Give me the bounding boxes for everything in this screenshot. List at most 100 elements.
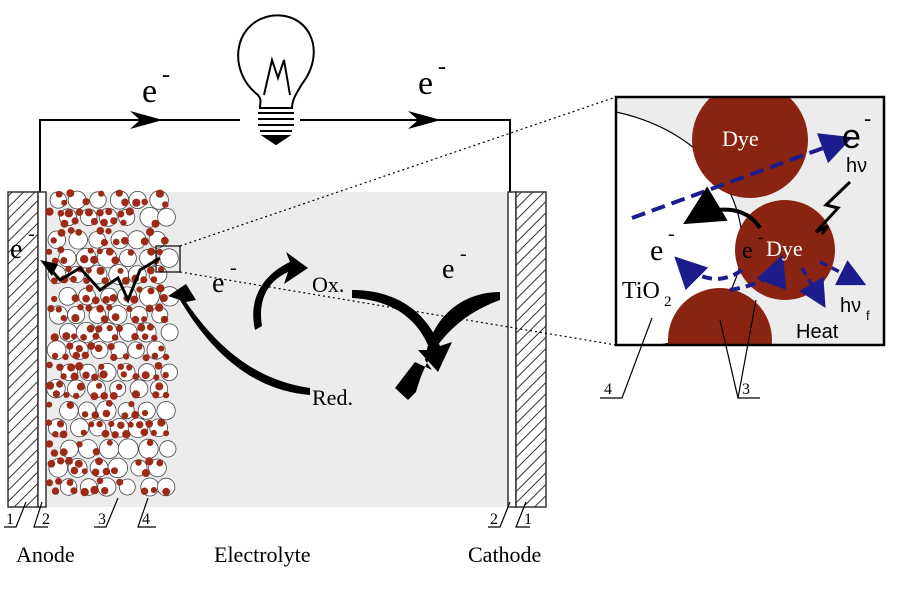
external-circuit-wire — [39, 119, 511, 192]
current-arrow-right — [408, 111, 441, 129]
anode-electron-label: e — [10, 234, 22, 265]
dye-particle — [91, 411, 100, 419]
dye-particle — [62, 332, 71, 341]
dye-particle — [82, 371, 90, 379]
tio2-particle — [157, 208, 176, 227]
dye-particle — [121, 412, 129, 419]
dye-particle — [101, 487, 109, 495]
zoom-inset — [600, 95, 886, 399]
dye-particle — [74, 459, 83, 468]
dye-particle — [158, 266, 165, 273]
dye-particle — [71, 314, 80, 323]
dye-particle — [95, 382, 103, 389]
dye-particle — [136, 286, 143, 293]
dye-particle — [100, 392, 108, 400]
dye-particle — [146, 227, 155, 237]
dye-particle — [141, 371, 150, 380]
dye-particle — [100, 315, 109, 324]
dye-particle — [45, 440, 54, 448]
dye-particle — [55, 477, 62, 485]
dye-particle — [140, 428, 149, 437]
dye-particle — [57, 229, 66, 237]
tio2-particle — [118, 478, 136, 496]
tio2-particle — [107, 457, 129, 479]
dye-particle — [75, 345, 83, 353]
dye-particle — [155, 303, 164, 312]
dye-particle — [94, 344, 103, 353]
dye-particle — [162, 487, 171, 496]
dye-particle — [110, 353, 118, 361]
anode-layer-number-1: 1 — [6, 511, 14, 528]
dye-particle — [57, 210, 65, 217]
tio2-particle — [127, 341, 145, 359]
dye-particle — [51, 277, 58, 285]
dye-particle — [100, 238, 108, 247]
dye-particle — [57, 457, 65, 465]
cathode-label: Cathode — [468, 542, 541, 567]
dye-particle — [96, 248, 103, 255]
dye-particle — [115, 324, 123, 333]
anode-layer-number-2: 2 — [42, 511, 50, 528]
anode-glass — [7, 191, 39, 508]
dye-particle — [152, 391, 160, 399]
dye-particle — [50, 237, 57, 244]
dye-particle — [111, 431, 119, 439]
dye-particle — [72, 351, 81, 360]
dye-particle — [67, 227, 75, 234]
dye-particle — [51, 487, 60, 495]
dye-particle — [62, 353, 69, 360]
dye-particle — [71, 217, 79, 225]
dye-particle — [128, 401, 135, 408]
dye-particle — [154, 362, 163, 370]
dye-molecule-bottom — [668, 288, 772, 345]
dye-particle — [132, 198, 141, 207]
dye-particle — [91, 296, 100, 305]
dye-particle — [56, 363, 64, 371]
dye-particle — [66, 342, 74, 350]
dye-particle — [109, 392, 118, 400]
dye-particle — [96, 304, 105, 313]
dye-particle — [87, 342, 96, 350]
dye-particle — [85, 284, 94, 293]
dye-particle — [45, 419, 53, 426]
dye-particle — [123, 353, 130, 360]
dye-particle — [70, 487, 78, 495]
dye-particle — [150, 429, 157, 436]
dye-particle — [153, 374, 160, 381]
dye-particle — [145, 457, 154, 466]
dye-particle — [156, 459, 164, 467]
dye-particle — [136, 343, 143, 350]
dye-particle — [80, 255, 89, 264]
dye-particle — [65, 265, 72, 273]
dye-particle — [56, 420, 65, 428]
dye-particle — [108, 420, 115, 427]
cathode-glass — [515, 191, 547, 508]
tio2-particle — [156, 401, 176, 421]
anode-conductive-layer — [37, 191, 47, 508]
dye-particle — [155, 382, 164, 391]
inset-electron-center-minus: - — [758, 229, 763, 246]
dye-particle — [125, 207, 134, 216]
circuit-electron-left-minus: - — [162, 62, 170, 88]
inset-electron-left-minus: - — [668, 223, 675, 245]
dye-particle — [141, 333, 149, 341]
inset-hvf-label: hν — [840, 295, 861, 317]
dye-particle — [146, 323, 154, 331]
circuit-electron-right-label: e — [418, 65, 433, 102]
dye-particle — [66, 479, 74, 486]
dye-particle — [140, 487, 149, 495]
tio2-particle — [159, 440, 177, 458]
dye-particle — [121, 277, 130, 285]
dye-particle — [110, 217, 118, 225]
inset-border — [614, 95, 886, 347]
dye-particle — [91, 373, 99, 381]
dye-particle — [92, 332, 100, 340]
dye-particle — [80, 429, 87, 436]
dye-particle — [82, 198, 90, 206]
dye-particle — [111, 334, 119, 341]
dye-particle — [101, 277, 109, 285]
dye-particle — [65, 457, 73, 465]
dye-particle — [146, 439, 154, 447]
